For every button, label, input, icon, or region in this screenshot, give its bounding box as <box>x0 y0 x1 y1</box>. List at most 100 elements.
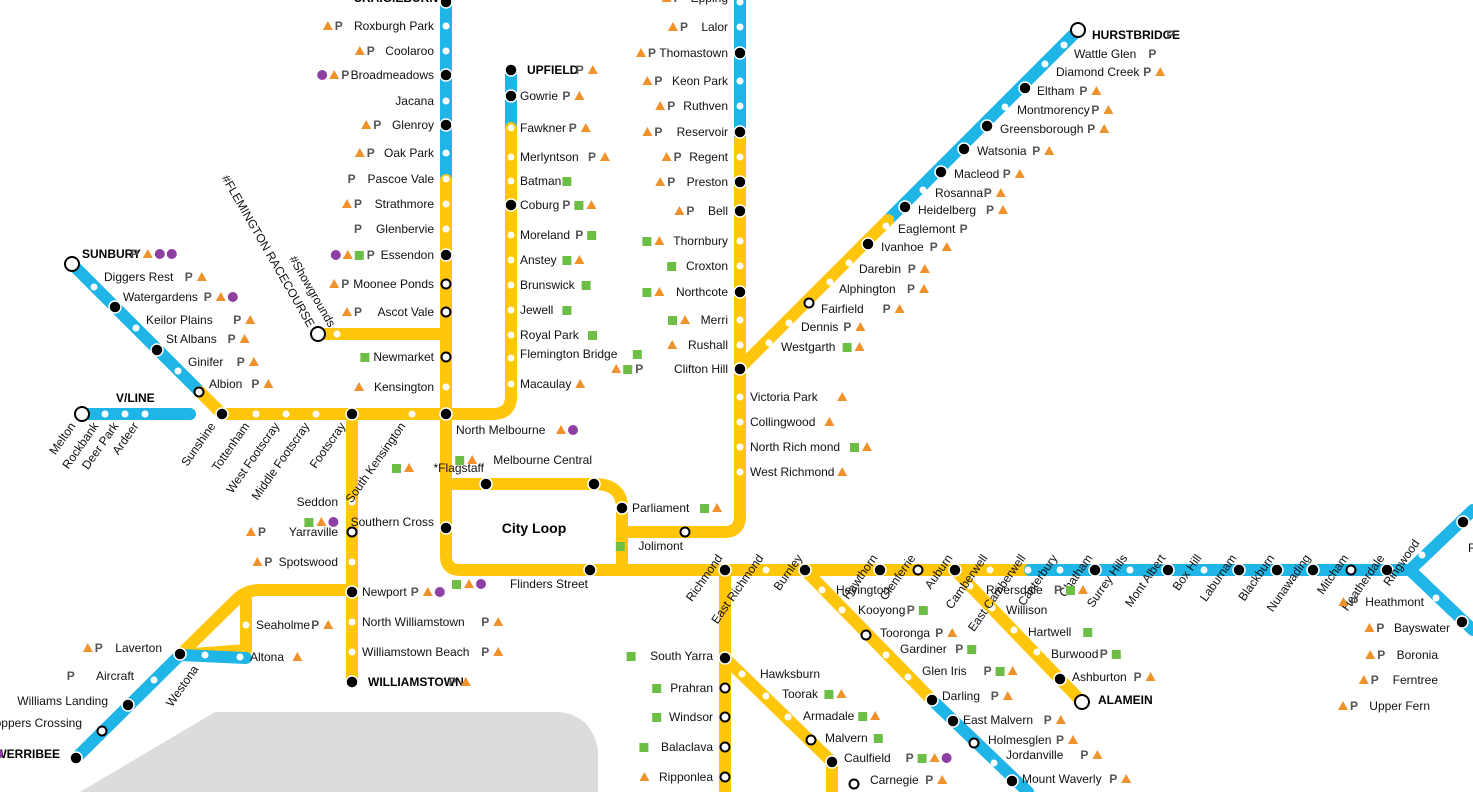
station-preston[interactable] <box>733 175 747 189</box>
station-albion[interactable] <box>193 386 205 398</box>
station-prahran[interactable] <box>719 682 731 694</box>
station-flemington-racecourse[interactable] <box>310 326 326 342</box>
station-alphington[interactable] <box>826 278 834 286</box>
station-merri[interactable] <box>736 316 744 324</box>
station-east-camberwell[interactable] <box>1024 566 1032 574</box>
station-jordanville[interactable] <box>990 759 998 767</box>
station-north-melbourne[interactable] <box>439 407 453 421</box>
station-merlyntson[interactable] <box>507 153 515 161</box>
station-willison[interactable] <box>988 604 996 612</box>
station-croxton[interactable] <box>736 262 744 270</box>
station-chatham[interactable] <box>1088 563 1102 577</box>
station-yarraville[interactable] <box>346 526 358 538</box>
station-laverton[interactable] <box>173 647 187 661</box>
station-north-williamstown[interactable] <box>348 618 356 626</box>
station-mount-waverly[interactable] <box>1005 774 1019 788</box>
station-balaclava[interactable] <box>719 741 731 753</box>
station-essendon[interactable] <box>439 248 453 262</box>
station-anstey[interactable] <box>507 256 515 264</box>
station-west-footscray[interactable] <box>282 410 290 418</box>
station-kensington[interactable] <box>442 383 450 391</box>
station-heidelberg[interactable] <box>898 200 912 214</box>
station-showgrounds[interactable] <box>333 330 341 338</box>
station-south-yarra[interactable] <box>718 651 732 665</box>
station-royal-park[interactable] <box>507 331 515 339</box>
station-diamond-creek[interactable] <box>1041 60 1049 68</box>
station-ardeer[interactable] <box>141 410 149 418</box>
station-werribee[interactable] <box>69 751 83 765</box>
station-moreland[interactable] <box>507 231 515 239</box>
station-lalor[interactable] <box>736 23 744 31</box>
station-eaglemont[interactable] <box>882 222 890 230</box>
station-kooyong[interactable] <box>838 606 846 614</box>
station-flinders-street[interactable] <box>583 563 597 577</box>
station-westgarth[interactable] <box>765 339 773 347</box>
station-sunshine[interactable] <box>215 407 229 421</box>
station-riversdale[interactable] <box>966 582 974 590</box>
station-hawksburn[interactable] <box>738 670 746 678</box>
station-st-albans[interactable] <box>150 343 164 357</box>
station-bayswater[interactable] <box>1455 615 1469 629</box>
station-rockbank[interactable] <box>101 410 109 418</box>
station-hoppers-crossing[interactable] <box>96 725 108 737</box>
station-ivanhoe[interactable] <box>861 237 875 251</box>
station-glenbervie[interactable] <box>442 225 450 233</box>
station-collingwood[interactable] <box>736 418 744 426</box>
station-macaulay[interactable] <box>507 380 515 388</box>
station-moonee-ponds[interactable] <box>440 278 452 290</box>
station-flemington-bridge[interactable] <box>507 354 515 362</box>
station-ruthven[interactable] <box>736 102 744 110</box>
station-jacana[interactable] <box>442 97 450 105</box>
station-williams-landing[interactable] <box>121 698 135 712</box>
station-oak-park[interactable] <box>442 149 450 157</box>
station-ripponlea[interactable] <box>719 771 731 783</box>
station-holmesglen[interactable] <box>968 737 980 749</box>
station-batman[interactable] <box>507 177 515 185</box>
station-alamein[interactable] <box>1074 694 1090 710</box>
station-newport[interactable] <box>345 585 359 599</box>
station-roxburgh-park[interactable] <box>442 22 450 30</box>
station-newmarket[interactable] <box>440 351 452 363</box>
station-rushall[interactable] <box>736 341 744 349</box>
station-nunawading[interactable] <box>1306 563 1320 577</box>
station-melbourne-central[interactable] <box>587 477 601 491</box>
station-richmond[interactable] <box>718 563 732 577</box>
station-williamstown[interactable] <box>345 675 359 689</box>
station-craigieburn[interactable] <box>439 0 453 9</box>
station-malvern[interactable] <box>805 734 817 746</box>
station-strathmore[interactable] <box>442 200 450 208</box>
station-auburn[interactable] <box>948 563 962 577</box>
station-armadale[interactable] <box>784 713 792 721</box>
station-jolimont[interactable] <box>679 526 691 538</box>
station-montmorency[interactable] <box>1001 103 1009 111</box>
station-burnley[interactable] <box>798 563 812 577</box>
station-ascot-vale[interactable] <box>440 306 452 318</box>
station-glenferrie[interactable] <box>912 564 924 576</box>
station-heathmont[interactable] <box>1432 594 1440 602</box>
station-rosanna[interactable] <box>919 186 927 194</box>
station-flagstaff[interactable] <box>479 477 493 491</box>
station-heatherdale[interactable] <box>1380 563 1394 577</box>
station-fawkner[interactable] <box>507 124 515 132</box>
station-glen-iris[interactable] <box>904 673 912 681</box>
station-ashburton[interactable] <box>1053 672 1067 686</box>
station-broadmeadows[interactable] <box>439 68 453 82</box>
station-surrey-hills[interactable] <box>1126 566 1134 574</box>
station-bell[interactable] <box>733 204 747 218</box>
station-gardiner[interactable] <box>882 651 890 659</box>
station-darling[interactable] <box>925 693 939 707</box>
station-southern-cross[interactable] <box>439 521 453 535</box>
station-victoria-park[interactable] <box>736 393 744 401</box>
station-pascoe-vale[interactable] <box>442 175 450 183</box>
station-hartwell[interactable] <box>1010 626 1018 634</box>
station-coburg[interactable] <box>504 198 518 212</box>
station-mitcham[interactable] <box>1345 564 1357 576</box>
station-northcote[interactable] <box>733 285 747 299</box>
station-middle-footscray[interactable] <box>312 410 320 418</box>
station-seaholme[interactable] <box>242 621 250 629</box>
station-deer-park[interactable] <box>121 410 129 418</box>
station-north-rich-mond[interactable] <box>736 443 744 451</box>
station-ring[interactable] <box>1456 515 1470 529</box>
station-spotswood[interactable] <box>348 558 356 566</box>
station-west-richmond[interactable] <box>736 468 744 476</box>
